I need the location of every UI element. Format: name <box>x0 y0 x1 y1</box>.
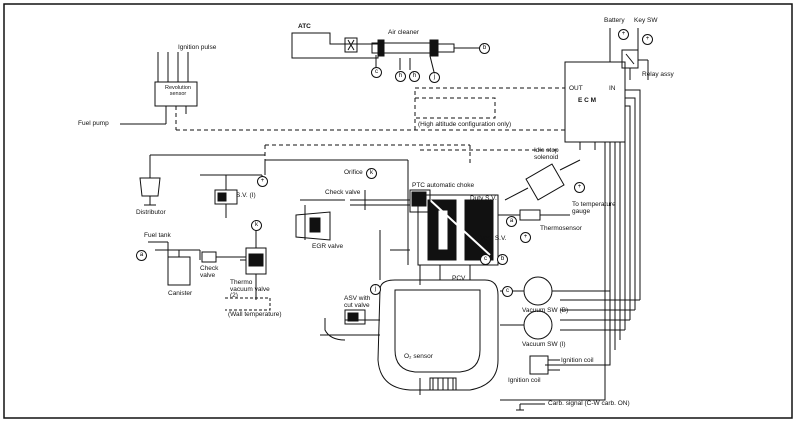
marker-k-tvv: k <box>251 220 262 231</box>
label-to-temp-gauge: To temperature gauge <box>572 201 616 215</box>
label-check-valve-top: Check valve <box>325 189 361 196</box>
label-vent-sv: Vent S.V. <box>480 235 507 242</box>
idle-stop-solenoid <box>504 159 581 201</box>
thermo-vacuum-valve <box>240 228 267 300</box>
wall-temp-line <box>225 297 271 311</box>
label-thermosensor: Thermosensor <box>540 225 582 232</box>
label-air-cleaner: Air cleaner <box>388 29 420 36</box>
label-high-altitude: (High altitude configuration only) <box>418 121 512 128</box>
label-vacuum-sw-1: Vacuum SW (I) <box>522 341 566 348</box>
marker-plus-sv: + <box>257 176 268 187</box>
marker-h-left: h <box>395 71 406 82</box>
carb-signal-line <box>516 403 545 411</box>
ecm-signal-dashed <box>175 87 565 170</box>
sv1 <box>200 174 263 218</box>
ecm-box <box>564 61 626 150</box>
marker-c-mid: c <box>480 254 491 265</box>
label-ignition-coil-2: Ignition coil <box>508 377 541 384</box>
asv <box>324 309 366 341</box>
air-cleaner <box>291 32 480 73</box>
label-ignition-pulse: Ignition pulse <box>178 44 217 51</box>
vacuum-hoses <box>264 159 471 336</box>
label-out: OUT <box>569 85 583 92</box>
label-canister: Canister <box>168 290 193 297</box>
marker-plus-key: + <box>642 34 653 45</box>
label-wall-temperature: (Wall temperature) <box>228 311 282 318</box>
label-idle-stop: Idle stop solenoid <box>534 147 559 161</box>
marker-plus-vent: + <box>520 232 531 243</box>
marker-b-mid: b <box>497 254 508 265</box>
marker-j-asv: j <box>370 284 381 295</box>
marker-j-top: j <box>429 72 440 83</box>
label-pcv: PCV <box>452 275 466 282</box>
label-egr-valve: EGR valve <box>312 243 344 250</box>
marker-a-thermo: a <box>506 216 517 227</box>
distributor <box>139 154 265 206</box>
label-relay-assy: Relay assy <box>642 71 674 78</box>
power-supply <box>609 28 649 80</box>
marker-k-orifice: k <box>366 168 377 179</box>
label-ptc-choke: PTC automatic choke <box>412 182 475 189</box>
ecm-output-wires <box>500 89 641 401</box>
marker-c-top: c <box>371 67 382 78</box>
label-key-sw: Key SW <box>634 17 658 24</box>
label-atc: ATC <box>298 23 311 30</box>
label-sv1: S.V. (I) <box>236 192 256 199</box>
label-fuel-tank: Fuel tank <box>144 232 171 239</box>
ignition-coil <box>529 355 560 375</box>
label-o2-sensor: O₂ sensor <box>404 353 433 360</box>
canister <box>148 241 246 286</box>
label-fuel-pump: Fuel pump <box>78 120 109 127</box>
label-check-valve-left: Check valve <box>200 265 219 279</box>
vacuum-switches <box>500 276 610 340</box>
marker-plus-battery: + <box>618 29 629 40</box>
label-thermo-vacuum-valve: Thermo vacuum valve (2) <box>230 279 270 299</box>
frame <box>3 3 793 419</box>
label-carb-signal: Carb. signal (C-W carb. ON) <box>548 400 630 407</box>
label-ecm: E C M <box>578 97 597 104</box>
label-duty-sv: Duty S.V. <box>470 195 497 202</box>
label-vacuum-sw-b: Vacuum SW (B) <box>522 307 569 314</box>
marker-plus-idle: + <box>574 182 585 193</box>
label-asv: ASV with cut valve <box>344 295 371 309</box>
carburetor <box>409 189 499 266</box>
label-ignition-coil-1: Ignition coil <box>561 357 594 364</box>
thermosensor <box>498 209 570 221</box>
label-battery: Battery <box>604 17 625 24</box>
engine-block <box>377 279 499 395</box>
label-revolution-sensor: Revolution sensor <box>165 85 191 97</box>
marker-b-top: b <box>479 43 490 54</box>
label-in: IN <box>609 85 616 92</box>
marker-c-vac: c <box>502 286 513 297</box>
egr-valve <box>295 211 331 241</box>
marker-h-right: h <box>409 71 420 82</box>
label-orifice: Orifice <box>344 169 363 176</box>
marker-a-fuel: a <box>136 250 147 261</box>
label-distributor: Distributor <box>136 209 166 216</box>
